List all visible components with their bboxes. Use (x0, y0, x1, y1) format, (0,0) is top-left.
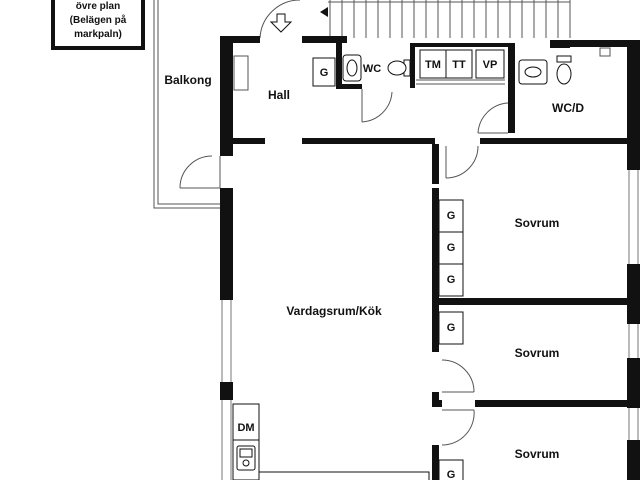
wall (410, 43, 510, 47)
wall (550, 40, 570, 48)
wardrobes (438, 199, 464, 480)
wall (336, 84, 362, 89)
wall (627, 358, 640, 408)
hall-closet (312, 57, 336, 87)
wall (480, 138, 640, 144)
bedroom2-door-swing (441, 359, 475, 393)
room-label-wc-d: WC/D (552, 101, 584, 115)
water-heater-box (475, 49, 505, 79)
wall (220, 188, 233, 300)
toilet-icon (556, 55, 572, 85)
wardrobe-label: G (447, 274, 456, 286)
wall (475, 400, 640, 407)
wcd-vent (599, 47, 611, 57)
room-label-wc: WC (363, 63, 381, 75)
entrance-door-swing (259, 0, 300, 39)
wardrobe (438, 311, 464, 345)
room-label-vardagsrum: Vardagsrum/Kök (286, 304, 382, 318)
room-label-balkong: Balkong (164, 73, 211, 87)
wall (432, 188, 439, 352)
note-box-frame (51, 0, 145, 50)
wall (550, 40, 640, 47)
balcony-door-swing (179, 155, 213, 189)
bedroom1-door-swing (445, 145, 479, 179)
wall (627, 440, 640, 480)
wardrobe-label: G (447, 210, 456, 222)
note-line-3: markpaln) (74, 29, 122, 40)
washbasin-icon (342, 54, 362, 82)
wall (432, 445, 439, 480)
wall (627, 140, 640, 170)
wall (220, 36, 260, 43)
walls (220, 36, 640, 480)
balcony-railing-outer (153, 0, 220, 209)
wall (432, 298, 640, 305)
balcony-railing-inner (157, 0, 220, 205)
bedroom3-door-swing (441, 409, 475, 446)
wall (432, 392, 439, 406)
windows (221, 170, 639, 480)
wall (432, 144, 439, 184)
wardrobe-label: G (447, 322, 456, 334)
wall (432, 400, 442, 407)
note-line-1: övre plan (76, 1, 120, 12)
room-label-sovrum-1: Sovrum (515, 216, 560, 230)
wall (627, 264, 640, 324)
fixture-label-tt: TT (452, 59, 466, 71)
wardrobe-label: G (447, 469, 456, 480)
sink-icon (518, 59, 548, 85)
note-line-2: (Belägen på (70, 14, 127, 26)
fixture-label-vp: VP (483, 59, 498, 71)
wcd-door-swing (477, 102, 509, 134)
room-label-sovrum-3: Sovrum (515, 447, 560, 461)
wall (302, 138, 435, 144)
entrance-arrow-icon (269, 13, 293, 33)
wc-door-swing (361, 91, 393, 123)
fixture-label-tm: TM (425, 59, 441, 71)
wall (302, 36, 347, 43)
wall (220, 138, 265, 144)
room-label-sovrum-2: Sovrum (515, 346, 560, 360)
kitchen-counter-bottom (258, 471, 430, 480)
toilet-icon (387, 59, 411, 77)
sink-icon (236, 445, 256, 471)
kitchen-counter (232, 403, 430, 480)
hall-shelf (233, 55, 249, 91)
wardrobe-label: G (447, 242, 456, 254)
balcony (153, 0, 220, 209)
dryer-box (445, 49, 473, 79)
wall (336, 43, 342, 88)
wall (220, 36, 233, 156)
staircase (328, 0, 571, 38)
wardrobe (438, 459, 464, 480)
fixture-label-dm: DM (237, 422, 254, 434)
room-label-hall: Hall (268, 88, 290, 102)
plan-note-box: övre plan (Belägen på markpaln) (51, 0, 145, 50)
wall (220, 382, 233, 400)
stair-arrow-icon (320, 7, 328, 17)
doors (179, 89, 509, 446)
utility-row (419, 49, 505, 79)
wall (410, 43, 415, 88)
wall (508, 43, 515, 133)
wardrobe (438, 263, 464, 297)
hall-closet-label: G (320, 67, 329, 79)
wall (627, 40, 640, 140)
